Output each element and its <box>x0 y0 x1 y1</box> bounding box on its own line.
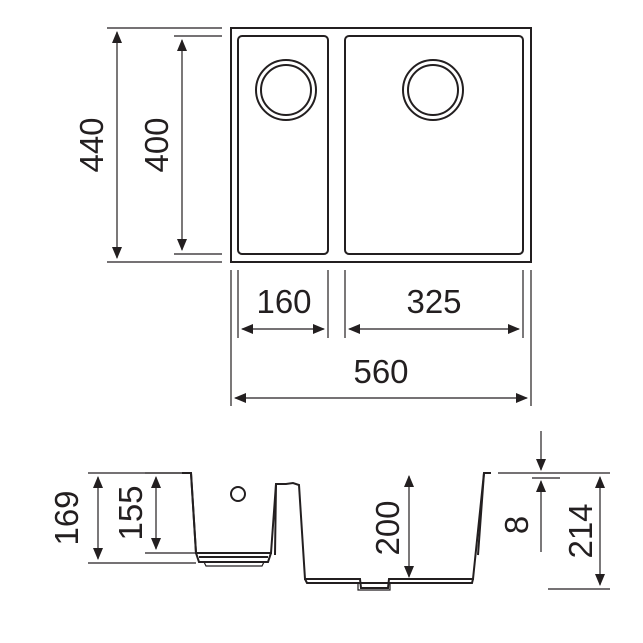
outer-depth-label: 440 <box>73 117 110 172</box>
dimension-small-bowl-width: 160 <box>237 270 329 338</box>
dimension-large-bowl-width: 325 <box>344 270 524 338</box>
overflow-hole-icon <box>230 486 246 502</box>
large-bowl-drain-icon <box>402 59 464 121</box>
top-view: 440 400 160 325 560 <box>73 27 532 406</box>
dimension-small-bowl-height: 155 <box>112 472 196 554</box>
dimension-large-bowl-height: 200 <box>369 475 414 578</box>
small-bowl-width-label: 160 <box>256 283 311 320</box>
large-bowl-outline <box>344 35 524 255</box>
large-bowl-width-label: 325 <box>406 283 461 320</box>
sink-inner-profile <box>190 472 485 584</box>
dimension-overall-width: 560 <box>230 270 532 406</box>
dimension-left-total-height: 169 <box>48 472 196 564</box>
drain-outlet-small <box>203 561 265 567</box>
side-view: 169 155 200 8 214 <box>48 431 610 591</box>
small-bowl-outline <box>237 35 329 255</box>
right-total-height-label: 214 <box>562 503 599 558</box>
left-total-height-label: 169 <box>48 490 85 545</box>
small-bowl-drain-icon <box>255 59 317 121</box>
drain-outlet-large <box>357 583 391 591</box>
dimension-right-total-height: 214 <box>548 476 610 590</box>
dimension-rim-thickness: 8 <box>498 431 610 552</box>
rim-thickness-label: 8 <box>498 516 535 534</box>
overall-width-label: 560 <box>353 353 408 390</box>
sink-outline <box>230 27 532 263</box>
sink-profile <box>182 472 491 589</box>
small-bowl-height-label: 155 <box>112 485 149 540</box>
large-bowl-height-label: 200 <box>369 500 406 555</box>
dimension-bowl-depth: 400 <box>138 35 222 255</box>
dimension-outer-depth: 440 <box>73 27 222 263</box>
bowl-depth-label: 400 <box>138 117 175 172</box>
